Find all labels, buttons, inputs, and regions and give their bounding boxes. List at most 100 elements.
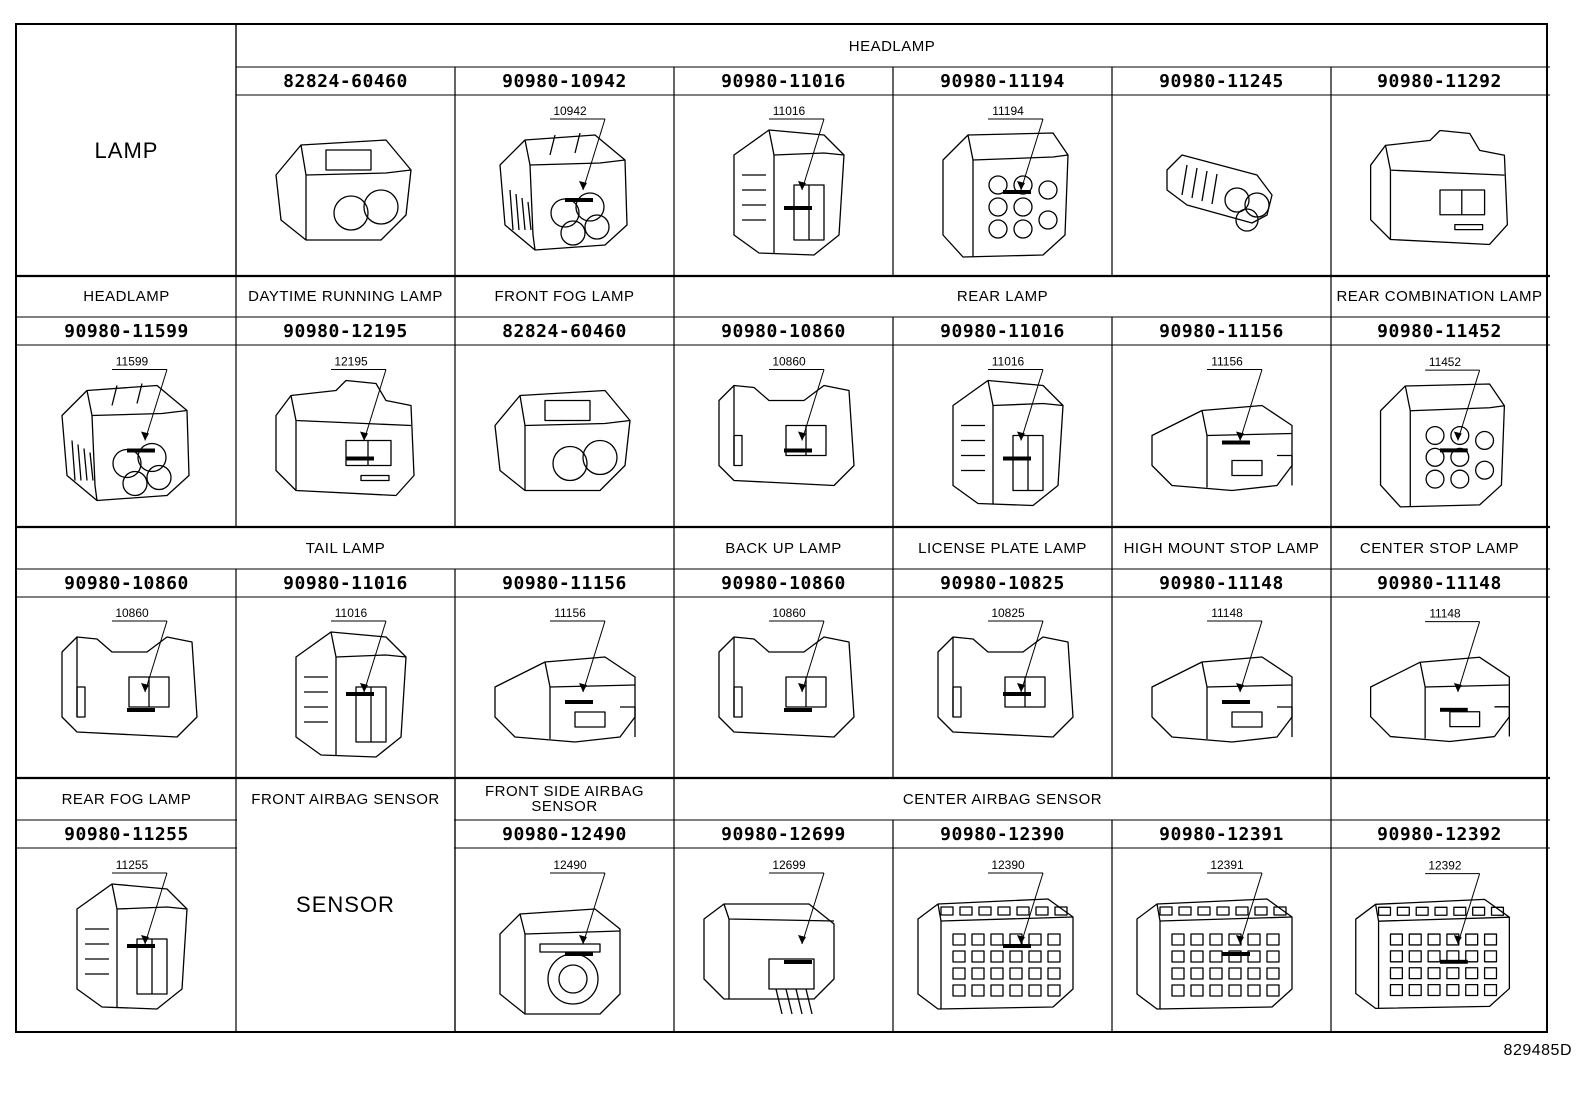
callout-label: 12490 (553, 858, 587, 872)
section-header: REAR COMBINATION LAMP (1336, 288, 1543, 305)
callout-label: 10860 (115, 606, 149, 620)
connector-image: 12195 (236, 345, 455, 527)
callout-label: 12699 (772, 858, 806, 872)
connector-drawing: 10860 (61, 606, 198, 738)
connector-image: 11599 (17, 345, 236, 527)
callout-label: 12391 (1210, 858, 1244, 872)
connector-drawing (1166, 154, 1273, 232)
section-header: FRONT SIDE AIRBAG SENSOR (484, 783, 645, 815)
connector-drawing: 11156 (494, 606, 636, 743)
part-number: 90980-10860 (721, 320, 846, 342)
connector-image: 11255 (17, 848, 236, 1031)
connector-image: 11148 (1331, 597, 1548, 778)
part-number: 90980-12392 (1377, 823, 1502, 845)
connector-drawing (1369, 129, 1509, 246)
connector-image: 11156 (455, 597, 674, 778)
callout-label: 11194 (992, 104, 1024, 118)
group-label-sensor: SENSOR (296, 891, 395, 917)
callout-label: 10860 (772, 606, 806, 620)
part-number: 90980-11452 (1377, 320, 1502, 342)
part-number: 90980-11016 (283, 572, 408, 594)
section-header: BACK UP LAMP (725, 539, 842, 557)
connector-drawing: 12390 (917, 858, 1074, 1010)
connector-image: 12392 (1331, 848, 1548, 1031)
callout-label: 11148 (1211, 606, 1243, 620)
section-header: FRONT AIRBAG SENSOR (251, 790, 440, 808)
connector-image: 10860 (674, 597, 893, 778)
connector-image (236, 95, 455, 276)
callout-label: 11599 (116, 355, 149, 369)
part-number: 90980-12490 (502, 823, 627, 845)
part-number: 90980-10860 (64, 572, 189, 594)
part-number: 90980-11016 (940, 320, 1065, 342)
callout-label: 11156 (1211, 355, 1243, 369)
connector-image: 11016 (674, 95, 893, 276)
part-number: 90980-10825 (940, 572, 1065, 594)
part-number: 90980-12391 (1159, 823, 1284, 845)
callout-label: 12195 (334, 355, 368, 369)
connector-drawing: 11194 (942, 104, 1069, 258)
connector-image: 10860 (674, 345, 893, 527)
callout-label: 12390 (991, 858, 1025, 872)
callout-label: 11156 (554, 606, 586, 620)
connector-drawing (275, 139, 412, 241)
connector-drawing: 12392 (1355, 859, 1511, 1010)
connector-drawing: 10942 (499, 104, 628, 251)
connector-image: 11194 (893, 95, 1112, 276)
part-number: 90980-11292 (1377, 70, 1502, 92)
connector-image (1112, 95, 1331, 276)
connector-image: 11156 (1112, 345, 1331, 527)
callout-label: 12392 (1428, 859, 1461, 873)
section-header: DAYTIME RUNNING LAMP (248, 288, 443, 305)
connector-image: 10860 (17, 597, 236, 778)
connector-drawing: 11156 (1151, 355, 1293, 492)
connector-drawing: 12699 (703, 858, 835, 1015)
callout-label: 10942 (553, 104, 587, 118)
section-header: REAR FOG LAMP (61, 790, 192, 808)
section-header: HIGH MOUNT STOP LAMP (1123, 539, 1320, 557)
group-label-lamp: LAMP (94, 137, 159, 163)
connector-image: 12391 (1112, 848, 1331, 1031)
callout-label: 11016 (773, 104, 806, 118)
part-number: 90980-11148 (1377, 572, 1502, 594)
callout-label: 11016 (992, 355, 1025, 369)
connector-image: 11016 (236, 597, 455, 778)
connector-image: 12699 (674, 848, 893, 1031)
part-number: 90980-11156 (502, 572, 627, 594)
part-number: 90980-11245 (1159, 70, 1284, 92)
connector-image: 11148 (1112, 597, 1331, 778)
connector-image (455, 345, 674, 527)
connector-drawing: 10860 (718, 606, 855, 738)
connector-image: 12390 (893, 848, 1112, 1031)
connector-drawing: 11016 (733, 104, 845, 256)
connector-drawing: 11016 (952, 355, 1064, 507)
part-number: 90980-12195 (283, 320, 408, 342)
connector-drawing: 11255 (76, 858, 188, 1010)
section-header: HEADLAMP (83, 288, 170, 305)
callout-label: 10825 (991, 606, 1025, 620)
connector-image: 12490 (455, 848, 674, 1031)
part-number: 90980-11148 (1159, 572, 1284, 594)
section-header: HEADLAMP (848, 37, 936, 55)
part-number: 90980-11156 (1159, 320, 1284, 342)
part-number: 90980-11016 (721, 70, 846, 92)
connector-drawing: 12391 (1136, 858, 1293, 1010)
part-number: 90980-12390 (940, 823, 1065, 845)
part-number: 90980-12699 (721, 823, 846, 845)
part-number: 90980-11255 (64, 823, 189, 845)
section-header: LICENSE PLATE LAMP (918, 539, 1087, 557)
section-header: REAR LAMP (956, 288, 1049, 305)
part-number: 90980-10860 (721, 572, 846, 594)
callout-label: 11255 (116, 858, 149, 872)
connector-image: 11016 (893, 345, 1112, 527)
section-header: CENTER STOP LAMP (1359, 539, 1520, 557)
callout-label: 11148 (1429, 607, 1461, 621)
connector-drawing: 11599 (61, 355, 190, 502)
callout-label: 11452 (1429, 355, 1461, 369)
section-header: TAIL LAMP (305, 539, 386, 557)
connector-drawing: 10825 (937, 606, 1074, 738)
connector-drawing: 11016 (295, 606, 407, 758)
section-header: CENTER AIRBAG SENSOR (902, 790, 1103, 808)
drawing-id: 829485D (1503, 1042, 1572, 1059)
